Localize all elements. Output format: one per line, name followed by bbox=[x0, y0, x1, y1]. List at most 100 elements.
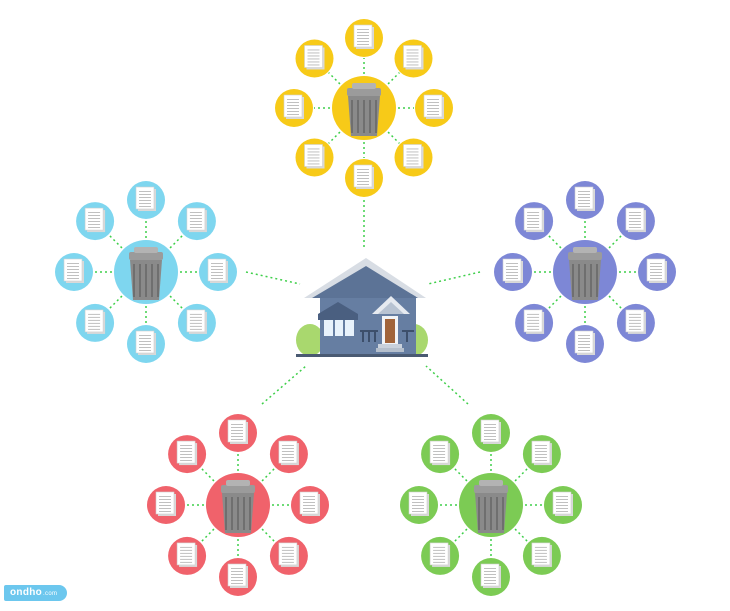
leaf-node bbox=[345, 159, 383, 197]
document-icon bbox=[63, 258, 84, 283]
house-icon bbox=[296, 258, 428, 357]
document-icon bbox=[574, 330, 595, 355]
watermark-logo: ondho.com bbox=[4, 585, 68, 601]
connector-spoke bbox=[547, 234, 562, 249]
document-icon bbox=[646, 258, 667, 283]
connector-spoke bbox=[169, 234, 184, 249]
document-icon bbox=[283, 94, 304, 119]
document-icon bbox=[574, 186, 595, 211]
leaf-node bbox=[638, 253, 676, 291]
document-icon bbox=[480, 563, 501, 588]
connector-spoke bbox=[387, 131, 400, 144]
leaf-node bbox=[515, 202, 554, 241]
hub-node bbox=[114, 240, 178, 304]
leaf-node bbox=[494, 253, 532, 291]
leaf-node bbox=[515, 303, 554, 342]
document-icon bbox=[423, 94, 444, 119]
leaf-node bbox=[275, 89, 313, 127]
connector-spoke bbox=[453, 528, 468, 543]
leaf-node bbox=[219, 414, 257, 452]
hub-node bbox=[332, 76, 396, 140]
document-icon bbox=[502, 258, 523, 283]
document-icon bbox=[353, 24, 374, 49]
document-icon bbox=[84, 207, 106, 233]
watermark-suffix: .com bbox=[43, 591, 58, 597]
connector-spoke bbox=[514, 467, 529, 482]
leaf-node bbox=[544, 486, 582, 524]
document-icon bbox=[625, 207, 646, 233]
cluster-blue bbox=[55, 181, 237, 363]
leaf-node bbox=[616, 202, 655, 241]
document-icon bbox=[403, 144, 424, 169]
document-icon bbox=[429, 542, 451, 567]
connector-spoke bbox=[547, 295, 562, 310]
hub-node bbox=[553, 240, 617, 304]
leaf-node bbox=[472, 414, 510, 452]
connectors bbox=[245, 200, 481, 405]
document-icon bbox=[186, 309, 207, 334]
leaf-node bbox=[295, 39, 334, 78]
document-icon bbox=[531, 542, 552, 567]
document-icon bbox=[227, 419, 248, 444]
document-icon bbox=[278, 440, 299, 466]
leaf-node bbox=[76, 202, 115, 241]
document-icon bbox=[207, 258, 228, 283]
watermark-brand: ondho bbox=[10, 587, 43, 598]
leaf-node bbox=[168, 536, 207, 575]
document-icon bbox=[552, 491, 573, 516]
document-icon bbox=[176, 542, 198, 567]
leaf-node bbox=[127, 325, 165, 363]
leaf-node bbox=[522, 435, 561, 474]
document-icon bbox=[227, 563, 248, 588]
leaf-node bbox=[415, 89, 453, 127]
leaf-node bbox=[522, 536, 561, 575]
connector-spoke bbox=[261, 467, 276, 482]
connector-red-house bbox=[261, 365, 307, 405]
document-icon bbox=[299, 491, 320, 516]
document-icon bbox=[135, 330, 156, 355]
document-icon bbox=[353, 164, 374, 189]
trash-can-icon bbox=[129, 247, 163, 300]
leaf-node bbox=[472, 558, 510, 596]
connector-spoke bbox=[328, 72, 341, 85]
connector-purple-house bbox=[427, 271, 481, 285]
leaf-node bbox=[199, 253, 237, 291]
leaf-node bbox=[177, 202, 216, 241]
cluster-red bbox=[147, 414, 329, 596]
cluster-yellow bbox=[275, 19, 453, 197]
connector-spoke bbox=[608, 295, 623, 310]
leaf-node bbox=[616, 303, 655, 342]
document-icon bbox=[523, 309, 545, 334]
document-icon bbox=[429, 440, 451, 466]
trash-can-icon bbox=[347, 83, 381, 136]
leaf-node bbox=[400, 486, 438, 524]
leaf-node bbox=[55, 253, 93, 291]
document-icon bbox=[304, 144, 325, 169]
document-icon bbox=[135, 186, 156, 211]
document-icon bbox=[176, 440, 198, 466]
connector-spoke bbox=[453, 467, 468, 482]
connector-spoke bbox=[169, 295, 184, 310]
document-icon bbox=[523, 207, 545, 233]
leaf-node bbox=[219, 558, 257, 596]
document-icon bbox=[408, 491, 429, 516]
leaf-node bbox=[76, 303, 115, 342]
connector-spoke bbox=[200, 467, 215, 482]
leaf-node bbox=[566, 325, 604, 363]
document-icon bbox=[186, 207, 207, 233]
leaf-node bbox=[394, 39, 433, 78]
document-icon bbox=[84, 309, 106, 334]
connector-green-house bbox=[425, 365, 469, 405]
hub-node bbox=[459, 473, 523, 537]
leaf-node bbox=[269, 435, 308, 474]
document-icon bbox=[155, 491, 176, 516]
leaf-node bbox=[345, 19, 383, 57]
leaf-node bbox=[421, 435, 460, 474]
connector-spoke bbox=[514, 528, 529, 543]
hub-node bbox=[206, 473, 270, 537]
connector-spoke bbox=[108, 234, 123, 249]
cluster-green bbox=[400, 414, 582, 596]
leaf-node bbox=[566, 181, 604, 219]
connector-spoke bbox=[608, 234, 623, 249]
